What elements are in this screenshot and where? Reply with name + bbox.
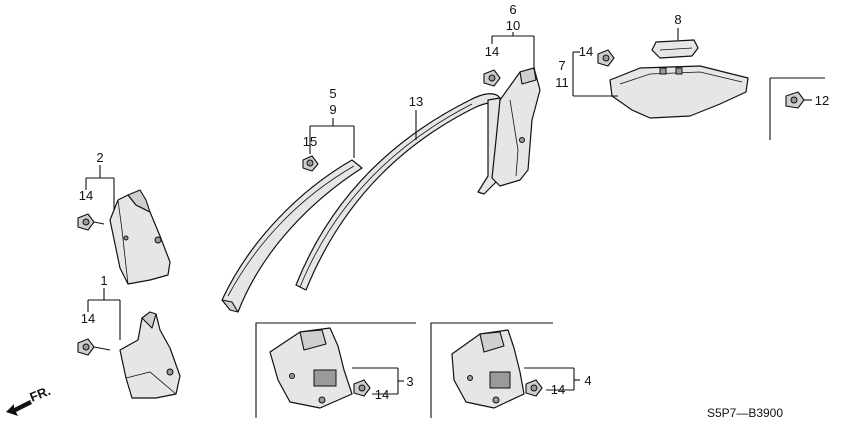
callout-2: 2 — [96, 150, 103, 165]
front-direction-indicator: FR. — [6, 383, 53, 416]
leader-2 — [85, 165, 115, 210]
leader-4 — [524, 367, 580, 391]
callout-13: 13 — [409, 94, 423, 109]
callout-1: 1 — [100, 273, 107, 288]
clip-15 — [302, 155, 319, 172]
leader-3 — [352, 367, 404, 395]
callout-3: 3 — [406, 374, 413, 389]
clip-14-part-3 — [353, 379, 371, 397]
callout-7: 7 — [558, 58, 565, 73]
clip-14-part-7 — [597, 49, 615, 67]
callout-14-part-1: 14 — [81, 311, 95, 326]
callout-12: 12 — [815, 93, 829, 108]
callout-14-part-3: 14 — [375, 387, 389, 402]
part-7-11-c-pillar-trim — [609, 65, 749, 119]
diagram-code: S5P7—B3900 — [707, 406, 783, 420]
part-6-10-b-pillar-trim — [491, 67, 541, 187]
part-4-trim — [451, 329, 525, 409]
callout-5: 5 — [329, 86, 336, 101]
arrow-icon — [6, 400, 32, 416]
leader-6-10 — [491, 32, 535, 70]
callout-6: 6 — [509, 2, 516, 17]
leader-5-9 — [309, 118, 355, 158]
part-12-clip — [785, 91, 812, 109]
callout-11: 11 — [555, 75, 569, 90]
callout-14-part-7: 14 — [579, 44, 593, 59]
clip-14-part-1 — [77, 338, 111, 356]
leader-1 — [87, 288, 121, 340]
part-1-trim — [119, 311, 181, 399]
inset-frame-part-4 — [430, 322, 553, 418]
part-8-bracket — [651, 39, 699, 59]
clip-14-part-2 — [77, 213, 105, 231]
clip-14-part-4 — [525, 379, 543, 397]
callout-8: 8 — [674, 12, 681, 27]
part-5-9-a-pillar-trim — [221, 159, 363, 313]
callout-14-part-6: 14 — [485, 44, 499, 59]
clip-14-part-6 — [483, 69, 501, 87]
leader-7-11 — [572, 51, 618, 97]
callout-15: 15 — [303, 134, 317, 149]
callout-10: 10 — [506, 18, 520, 33]
part-2-trim — [109, 189, 171, 285]
inset-frame-part-3 — [255, 322, 416, 418]
callout-9: 9 — [329, 102, 336, 117]
callout-14-part-4: 14 — [551, 382, 565, 397]
inset-frame-clip — [769, 77, 825, 140]
front-label: FR. — [28, 383, 53, 405]
callout-4: 4 — [584, 373, 591, 388]
part-3-trim — [269, 327, 353, 409]
callout-14-part-2: 14 — [79, 188, 93, 203]
